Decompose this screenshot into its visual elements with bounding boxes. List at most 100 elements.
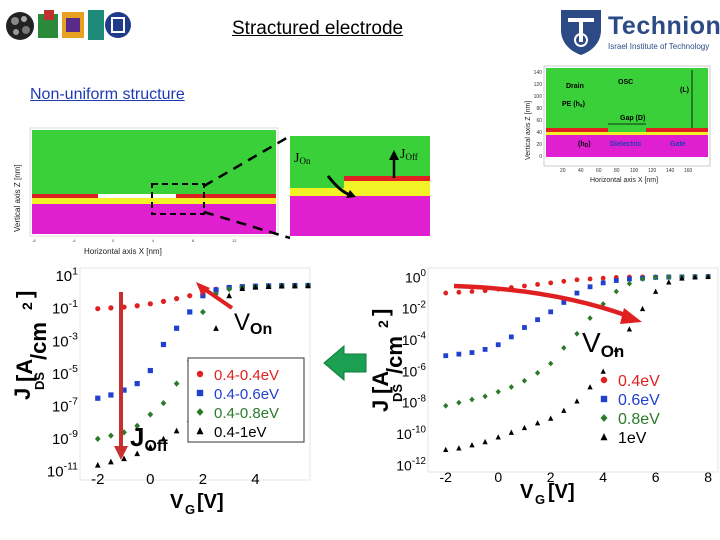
data-point [278, 282, 285, 289]
data-point [521, 424, 528, 431]
zoom-jon-label: JOn [294, 151, 311, 166]
data-point [213, 325, 219, 331]
svg-text:-4: -4 [72, 238, 76, 243]
data-point [121, 455, 127, 462]
data-point [160, 298, 167, 304]
svg-text:DS: DS [32, 372, 47, 390]
x-tick-label: 0 [146, 471, 154, 488]
subtitle: Non-uniform structure [30, 86, 185, 103]
y-axis-label: J DS [A /cm 2 ] [10, 291, 51, 400]
svg-text:2: 2 [19, 302, 35, 310]
svg-text:[A: [A [12, 359, 37, 382]
y-tick-label: 10-4 [402, 331, 427, 348]
svg-text:20: 20 [536, 142, 542, 148]
data-point [535, 282, 540, 287]
x-tick-label: -2 [440, 469, 453, 485]
data-point [456, 399, 462, 406]
legend-label: 0.6eV [618, 392, 660, 409]
y-tick-label: 10-7 [52, 396, 78, 416]
data-point [252, 283, 259, 290]
group-logo [4, 6, 132, 44]
svg-text:(hD): (hD) [578, 141, 591, 149]
data-point [147, 443, 154, 450]
x-tick-label: 8 [704, 469, 712, 485]
data-point [94, 461, 101, 468]
technion-emblem-icon [561, 10, 601, 55]
data-point [639, 276, 646, 282]
y-tick-label: 10-3 [52, 331, 78, 351]
data-point [600, 301, 606, 307]
data-point [469, 442, 475, 448]
legend-label: 0.4eV [618, 373, 660, 390]
data-point [548, 415, 554, 421]
svg-text:(L): (L) [680, 87, 689, 94]
data-point [482, 438, 488, 445]
data-point [160, 341, 167, 348]
x-tick-label: 0 [494, 469, 502, 485]
svg-text:140: 140 [666, 168, 675, 174]
data-point [94, 435, 101, 443]
svg-text:Gap (D): Gap (D) [620, 115, 645, 122]
data-point [173, 427, 180, 434]
data-point [508, 334, 514, 340]
data-point [600, 368, 606, 374]
svg-text:J: J [368, 400, 393, 412]
svg-text:G: G [185, 502, 195, 517]
data-point [666, 279, 672, 285]
data-point [626, 326, 633, 332]
x-axis-label: V G [V] [170, 491, 224, 517]
svg-text:0: 0 [112, 238, 115, 243]
data-point [639, 305, 646, 312]
data-point [574, 330, 580, 337]
electrode-right [176, 194, 276, 198]
svg-text:160: 160 [684, 168, 693, 174]
x-tick-label: 2 [547, 469, 555, 485]
data-point [265, 283, 272, 289]
data-point [443, 402, 449, 409]
data-point [174, 296, 180, 302]
y-tick-label: 10-11 [47, 461, 78, 481]
x-tick-label: 4 [599, 469, 607, 485]
svg-text:/cm: /cm [26, 322, 51, 360]
data-point [548, 280, 554, 286]
legend-label: 0.8eV [618, 411, 660, 428]
data-point [239, 285, 246, 291]
data-point [108, 458, 114, 465]
data-point [508, 429, 514, 435]
structure-xlabel: Horizontal axis X [nm] [84, 247, 162, 256]
svg-text:120: 120 [648, 168, 657, 174]
data-point [679, 275, 685, 281]
x-tick-label: -2 [91, 471, 104, 488]
legend-marker [600, 376, 608, 384]
svg-text:140: 140 [534, 70, 543, 76]
data-point [226, 286, 233, 293]
data-point [456, 445, 462, 451]
data-point [613, 278, 619, 283]
svg-text:[V]: [V] [548, 481, 575, 503]
dielectric-layer [32, 198, 276, 204]
slide-title: Stractured electrode [232, 18, 404, 39]
svg-text:12: 12 [232, 238, 237, 243]
technion-tagline: Israel Institute of Technology [608, 42, 710, 51]
transition-arrow-icon [323, 344, 367, 382]
y-tick-label: 10-2 [402, 299, 426, 316]
zoom-joff-label: JOff [400, 147, 418, 162]
svg-text:]: ] [368, 309, 393, 316]
svg-text:V: V [520, 481, 534, 503]
data-point [134, 303, 140, 309]
x-axis-label: V G [V] [520, 481, 575, 507]
x-tick-label: 2 [199, 471, 207, 488]
data-point [482, 393, 488, 400]
legend-label: 1eV [618, 430, 647, 447]
svg-text:0: 0 [539, 154, 542, 160]
legend: 0.4eV 0.6eV 0.8eV 1eV [600, 373, 660, 447]
y-tick-label: 10-5 [52, 363, 78, 383]
data-point [443, 290, 449, 296]
legend-marker [600, 433, 608, 441]
svg-text:Gate: Gate [670, 141, 686, 148]
data-point [587, 315, 593, 321]
svg-text:60: 60 [536, 118, 542, 124]
data-point [108, 392, 114, 398]
